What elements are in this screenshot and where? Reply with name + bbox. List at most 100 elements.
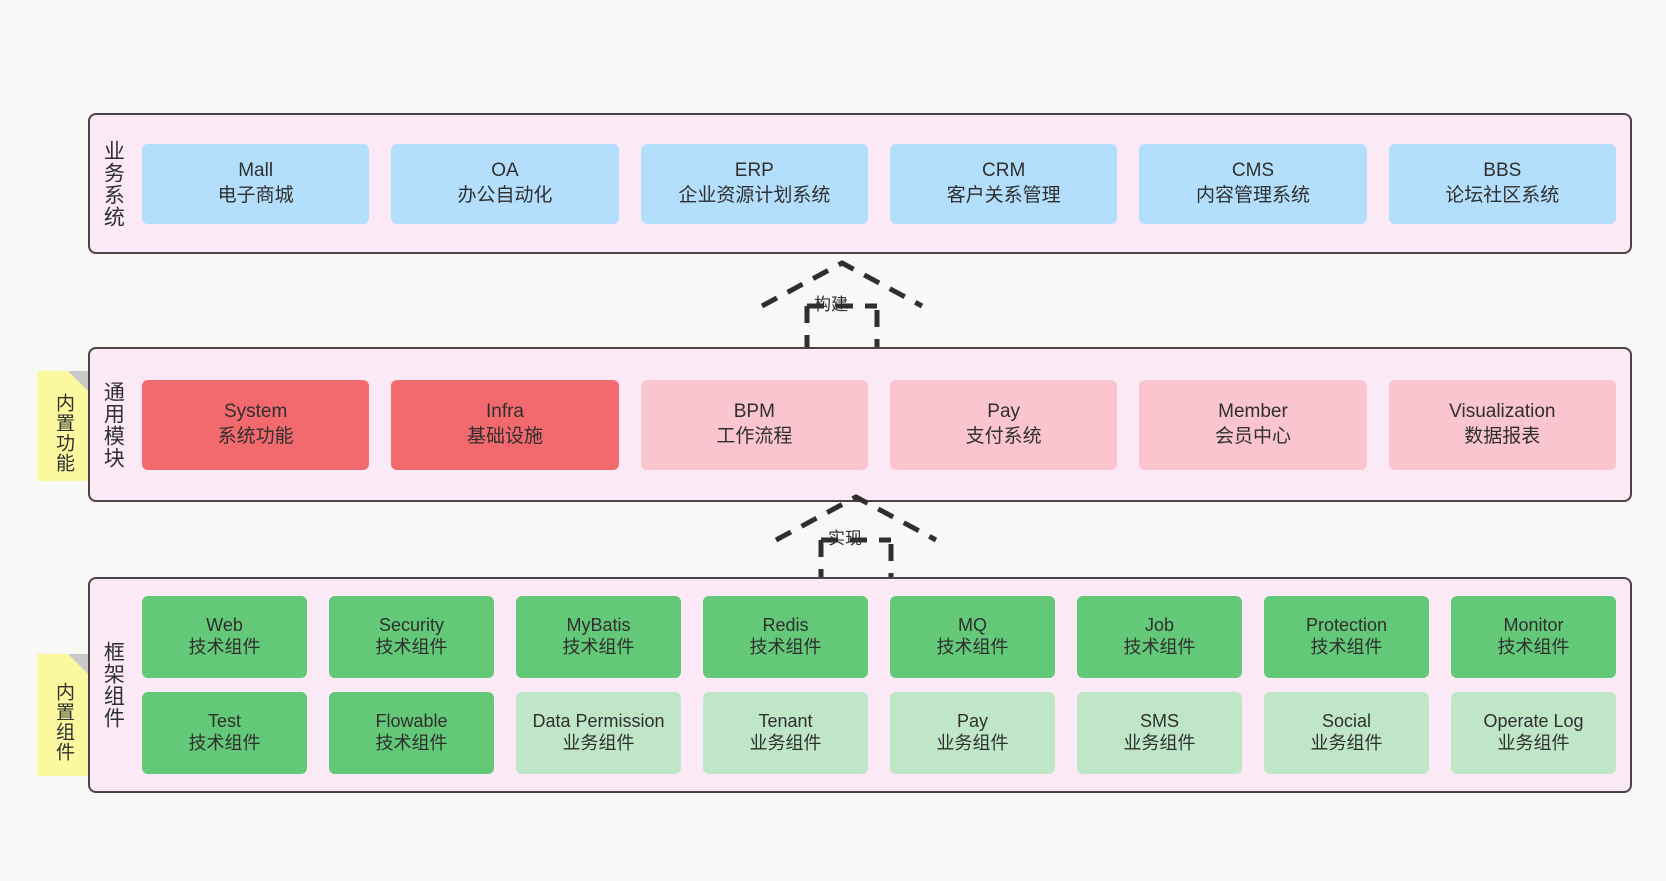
card-title-cn: 技术组件 xyxy=(749,637,822,657)
note-fold-corner-icon xyxy=(68,654,90,676)
card-tenant[interactable]: Tenant 业务组件 xyxy=(703,692,868,774)
card-data-permission[interactable]: Data Permission 业务组件 xyxy=(516,692,681,774)
layer-business-systems: 业务系统 Mall 电子商城 OA 办公自动化 ERP 企业资源计划系统 CRM… xyxy=(88,113,1632,254)
card-title-cn: 工作流程 xyxy=(716,425,793,447)
card-title-cn: 系统功能 xyxy=(217,425,294,447)
arrow-build-label: 构建 xyxy=(814,295,848,314)
card-title-cn: 技术组件 xyxy=(188,637,261,657)
arrow-implement-label: 实现 xyxy=(828,529,862,548)
card-title-cn: 支付系统 xyxy=(965,425,1042,447)
note-fold-corner-icon xyxy=(68,371,90,393)
card-cms[interactable]: CMS 内容管理系统 xyxy=(1139,143,1367,224)
card-title-en: Flowable xyxy=(375,711,448,732)
arrow-implement-icon xyxy=(774,494,938,591)
card-title-en: Mall xyxy=(238,160,274,182)
card-title-en: Security xyxy=(378,615,445,636)
card-crm[interactable]: CRM 客户关系管理 xyxy=(889,143,1118,224)
card-title-cn: 技术组件 xyxy=(375,637,448,657)
layer-framework-components-title: 框架组件 xyxy=(101,641,125,729)
card-title-en: Member xyxy=(1218,401,1288,423)
card-title-cn: 业务组件 xyxy=(936,733,1009,753)
card-title-cn: 数据报表 xyxy=(1464,425,1541,447)
card-operate-log[interactable]: Operate Log 业务组件 xyxy=(1451,692,1616,774)
card-title-cn: 电子商城 xyxy=(217,184,294,206)
card-row: Test 技术组件 Flowable 技术组件 Data Permission … xyxy=(142,692,1616,774)
card-title-cn: 业务组件 xyxy=(749,733,822,753)
card-title-cn: 业务组件 xyxy=(1123,733,1196,753)
layer-business-systems-title: 业务系统 xyxy=(101,139,125,228)
card-social[interactable]: Social 业务组件 xyxy=(1264,692,1429,774)
card-security[interactable]: Security 技术组件 xyxy=(329,596,494,678)
card-title-en: BPM xyxy=(733,401,775,423)
card-row: System 系统功能 Infra 基础设施 BPM 工作流程 Pay 支付系统… xyxy=(142,379,1616,470)
card-mybatis[interactable]: MyBatis 技术组件 xyxy=(516,596,681,678)
card-bpm[interactable]: BPM 工作流程 xyxy=(640,379,868,470)
card-title-en: CRM xyxy=(982,160,1026,182)
card-title-cn: 企业资源计划系统 xyxy=(678,184,831,206)
card-web[interactable]: Web 技术组件 xyxy=(142,596,307,678)
card-title-en: Web xyxy=(206,615,243,636)
card-visualization[interactable]: Visualization 数据报表 xyxy=(1388,379,1616,470)
card-mq[interactable]: MQ 技术组件 xyxy=(890,596,1055,678)
card-redis[interactable]: Redis 技术组件 xyxy=(703,596,868,678)
card-monitor[interactable]: Monitor 技术组件 xyxy=(1451,596,1616,678)
card-title-en: Pay xyxy=(987,401,1021,423)
card-title-en: Redis xyxy=(762,615,809,636)
card-title-en: Monitor xyxy=(1503,615,1564,636)
card-title-en: ERP xyxy=(734,160,774,182)
card-title-en: Social xyxy=(1321,711,1372,732)
card-title-cn: 论坛社区系统 xyxy=(1445,184,1560,206)
card-title-en: Tenant xyxy=(758,711,813,732)
card-pay[interactable]: Pay 支付系统 xyxy=(889,379,1118,470)
note-builtin-components: 内置组件 xyxy=(37,654,90,776)
card-title-en: OA xyxy=(491,160,519,182)
card-test[interactable]: Test 技术组件 xyxy=(142,692,307,774)
arrow-build-icon xyxy=(760,260,924,357)
card-title-cn: 业务组件 xyxy=(562,733,635,753)
card-job[interactable]: Job 技术组件 xyxy=(1077,596,1242,678)
card-title-en: Test xyxy=(207,711,241,732)
note-label: 内置功能 xyxy=(53,393,74,473)
card-title-en: BBS xyxy=(1483,160,1522,182)
card-title-cn: 技术组件 xyxy=(1497,637,1570,657)
card-oa[interactable]: OA 办公自动化 xyxy=(391,143,619,224)
card-flowable[interactable]: Flowable 技术组件 xyxy=(329,692,494,774)
card-title-cn: 技术组件 xyxy=(1310,637,1383,657)
card-member[interactable]: Member 会员中心 xyxy=(1139,379,1367,470)
card-title-cn: 办公自动化 xyxy=(457,184,553,206)
card-bbs[interactable]: BBS 论坛社区系统 xyxy=(1388,143,1616,224)
card-title-en: System xyxy=(223,401,288,423)
card-title-cn: 会员中心 xyxy=(1214,425,1291,447)
card-title-cn: 技术组件 xyxy=(375,733,448,753)
arrow-build: 构建 xyxy=(752,258,932,357)
card-title-cn: 业务组件 xyxy=(1497,733,1570,753)
layer-framework-components: 框架组件 Web 技术组件 Security 技术组件 MyBatis 技术组件… xyxy=(88,577,1632,793)
card-title-cn: 技术组件 xyxy=(936,637,1009,657)
card-title-en: Visualization xyxy=(1449,401,1556,423)
layer-framework-components-body: Web 技术组件 Security 技术组件 MyBatis 技术组件 Redi… xyxy=(134,579,1630,791)
card-protection[interactable]: Protection 技术组件 xyxy=(1264,596,1429,678)
card-title-en: Infra xyxy=(485,401,524,423)
card-mall[interactable]: Mall 电子商城 xyxy=(142,143,370,224)
card-title-cn: 技术组件 xyxy=(188,733,261,753)
layer-common-modules: 通用模块 System 系统功能 Infra 基础设施 BPM 工作流程 Pay… xyxy=(88,347,1632,502)
card-title-en: CMS xyxy=(1231,160,1275,182)
note-builtin-functions: 内置功能 xyxy=(37,371,90,481)
card-title-en: Operate Log xyxy=(1483,711,1584,732)
card-title-cn: 客户关系管理 xyxy=(946,184,1061,206)
card-system[interactable]: System 系统功能 xyxy=(142,379,370,470)
card-title-en: Data Permission xyxy=(532,711,665,732)
card-title-en: Job xyxy=(1144,615,1175,636)
layer-business-systems-body: Mall 电子商城 OA 办公自动化 ERP 企业资源计划系统 CRM 客户关系… xyxy=(134,115,1630,252)
note-label: 内置组件 xyxy=(53,682,74,762)
card-title-cn: 业务组件 xyxy=(1310,733,1383,753)
card-title-en: Protection xyxy=(1305,615,1388,636)
card-sms[interactable]: SMS 业务组件 xyxy=(1077,692,1242,774)
layer-common-modules-title: 通用模块 xyxy=(101,380,125,469)
card-title-en: MQ xyxy=(958,615,987,636)
card-title-en: MyBatis xyxy=(566,615,631,636)
card-erp[interactable]: ERP 企业资源计划系统 xyxy=(640,143,868,224)
card-infra[interactable]: Infra 基础设施 xyxy=(391,379,619,470)
card-row: Web 技术组件 Security 技术组件 MyBatis 技术组件 Redi… xyxy=(142,596,1616,678)
card-pay-business[interactable]: Pay 业务组件 xyxy=(890,692,1055,774)
